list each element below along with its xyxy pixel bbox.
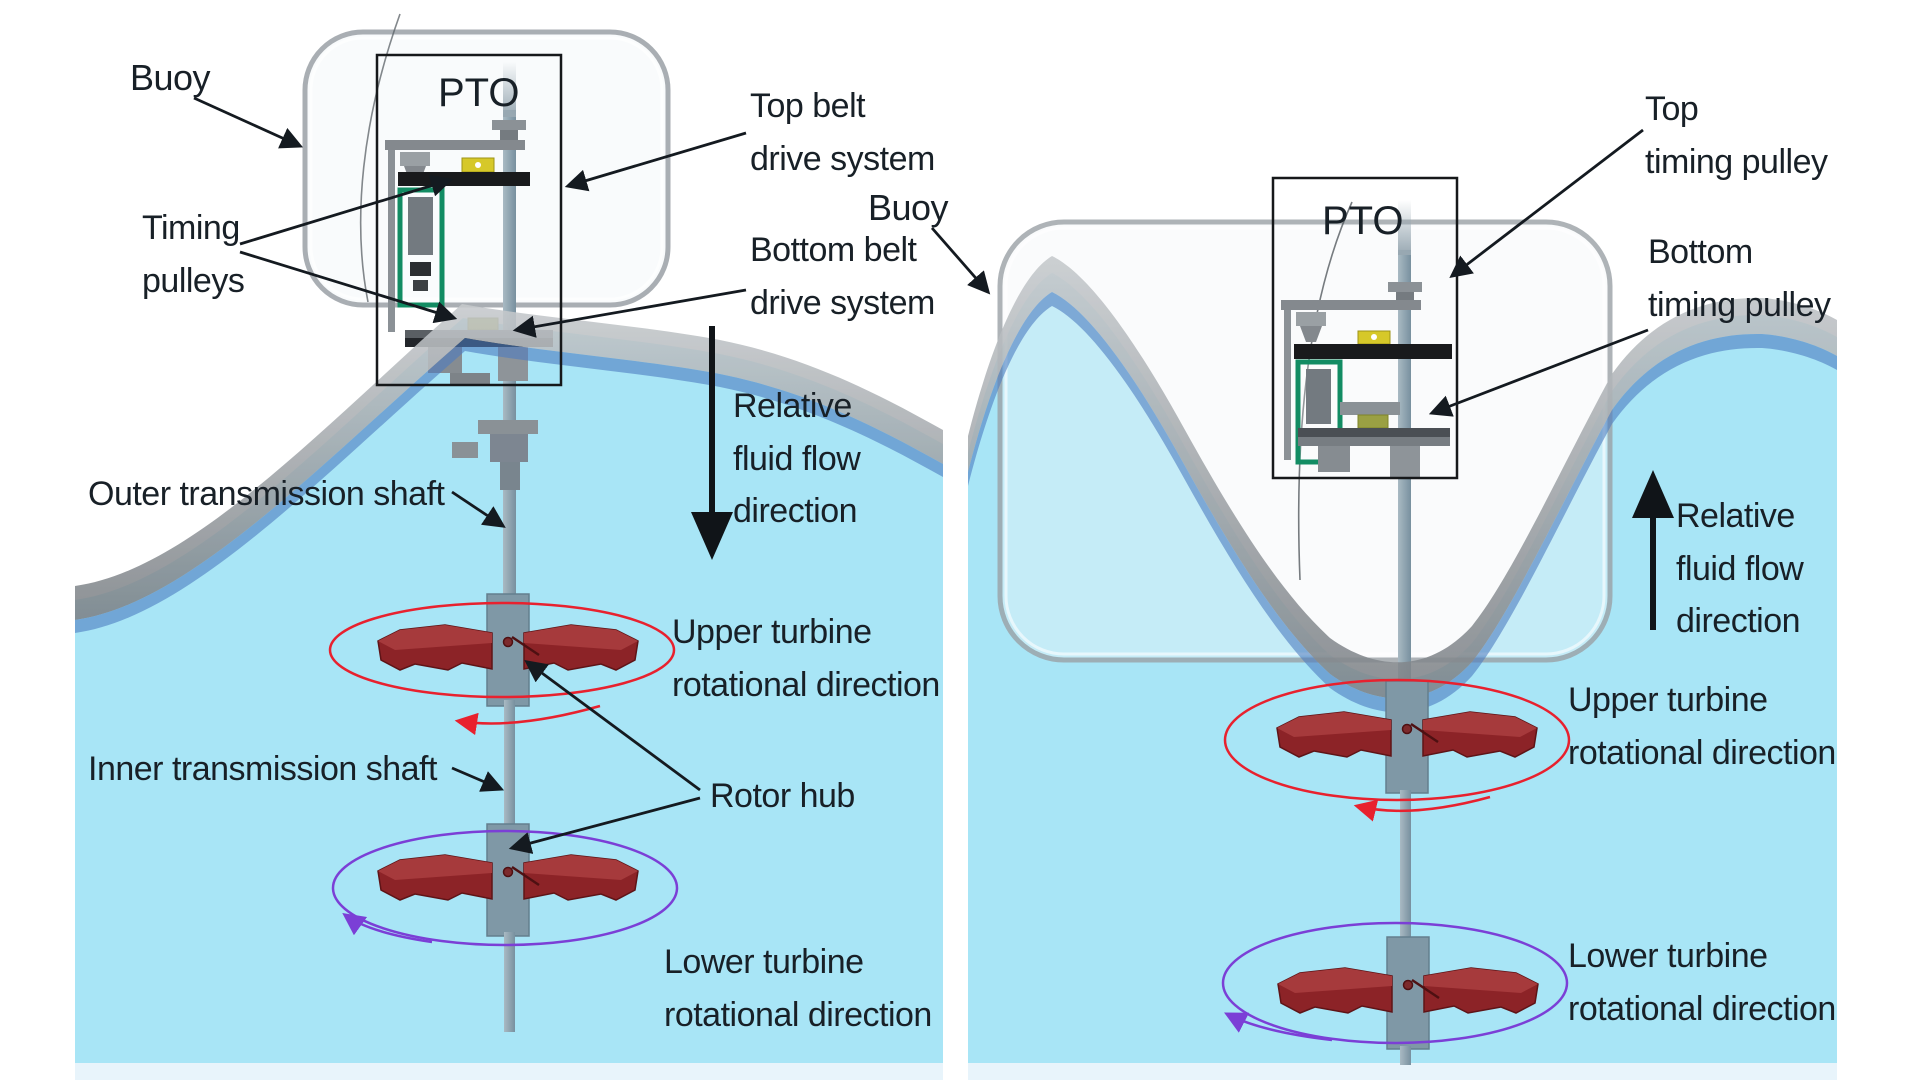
- right-turbine-assembly: [1275, 679, 1540, 1065]
- right-buoy-arrow: [930, 227, 991, 295]
- left-buoy-arrow: [193, 96, 304, 149]
- right-buoy-label: Buoy: [868, 187, 949, 228]
- left-turbine-assembly: [376, 592, 640, 1032]
- right-bottom-belt-bar: [1298, 428, 1450, 437]
- left-upper-rotation-ellipse: [328, 601, 676, 736]
- left-inner-shaft-label: Inner transmission shaft: [88, 750, 437, 788]
- right-upper-rotation-ellipse: [1223, 678, 1571, 822]
- left-inner-shaft: [504, 700, 515, 825]
- right-flow-arrow: [1632, 470, 1674, 630]
- left-water-bottom-strip: [75, 1063, 943, 1080]
- right-flow-label: Relative fluid flow direction: [1676, 497, 1804, 641]
- right-bottom-pulley-arrow: [1428, 328, 1649, 417]
- right-top-bar: [1281, 300, 1421, 310]
- label-arrows: [193, 96, 1649, 854]
- right-water-bottom-strip: [968, 1063, 1837, 1080]
- right-top-pulley-arrow: [1449, 128, 1644, 279]
- left-outer-shaft-arrow: [451, 490, 506, 528]
- right-top-belt-bar: [1294, 344, 1452, 359]
- left-bracket: [388, 150, 395, 332]
- rotor-hub-arrow-lower: [508, 796, 701, 854]
- left-bottom-belt-arrow: [512, 288, 747, 338]
- left-pto-box: [375, 53, 563, 387]
- left-generator-cylinder: [408, 197, 433, 255]
- right-bottom-pulley-label: Bottom timing pulley: [1648, 233, 1831, 324]
- right-top-pulley-label: Top timing pulley: [1645, 90, 1828, 181]
- right-upper-turbine-label: Upper turbine rotational direction: [1568, 681, 1836, 772]
- left-flow-label: Relative fluid flow direction: [733, 387, 861, 531]
- left-top-belt-arrow: [564, 131, 747, 192]
- right-lower-rotation-ellipse: [1221, 921, 1569, 1045]
- left-outer-shaft-label: Outer transmission shaft: [88, 475, 445, 513]
- right-shaft-tee: [1388, 282, 1422, 292]
- rotor-hub-arrow-upper: [524, 660, 701, 792]
- left-top-belt-label: Top belt drive system: [750, 87, 935, 178]
- left-timing-pulleys-label: Timing pulleys: [142, 209, 245, 300]
- left-buoy-label: Buoy: [130, 57, 211, 98]
- left-lower-rotation-ellipse: [331, 829, 679, 947]
- left-timing-arrow-lower: [239, 250, 458, 324]
- right-wave-surface: [968, 256, 1837, 713]
- left-top-belt-bar: [398, 172, 530, 186]
- left-lower-turbine-label: Lower turbine rotational direction: [664, 943, 932, 1034]
- left-pto-label: PTO: [438, 71, 520, 115]
- right-lower-turbine-label: Lower turbine rotational direction: [1568, 937, 1836, 1028]
- right-pto-box: [1271, 176, 1459, 480]
- left-upper-turbine-label: Upper turbine rotational direction: [672, 613, 940, 704]
- left-shaft-coupling: [452, 420, 538, 490]
- right-pto-machinery: [1281, 200, 1452, 710]
- left-flow-arrow: [691, 326, 733, 560]
- right-generator-cylinder: [1306, 369, 1331, 424]
- right-bottom-timing-pulley: [1357, 414, 1389, 429]
- right-bracket: [1284, 310, 1291, 460]
- left-timing-arrow-upper: [239, 174, 454, 246]
- right-inner-shaft: [1400, 790, 1411, 945]
- right-main-shaft: [1398, 250, 1411, 710]
- left-top-bar: [385, 140, 525, 150]
- left-bottom-belt-label: Bottom belt drive system: [750, 231, 935, 322]
- left-inner-shaft-arrow: [451, 766, 505, 792]
- right-pto-label: PTO: [1322, 199, 1404, 243]
- rotor-hub-label: Rotor hub: [710, 777, 855, 815]
- left-shaft-tee: [492, 120, 526, 130]
